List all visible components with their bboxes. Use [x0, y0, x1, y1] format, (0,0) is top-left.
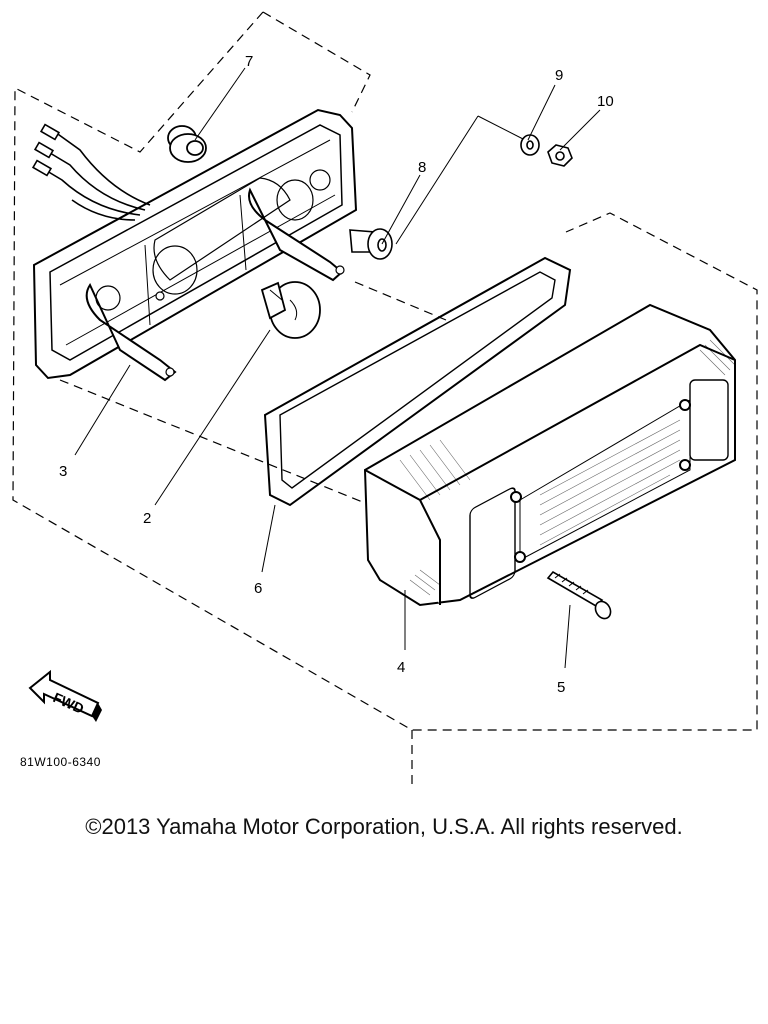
callout-7: 7 [245, 53, 253, 70]
callout-2: 2 [143, 510, 151, 527]
fwd-label: FWD [51, 689, 87, 717]
parts-diagram: 2 3 4 5 6 7 8 9 10 FWD 81W100-6340 [12, 11, 758, 790]
gasket [263, 256, 572, 507]
diagram-code: 81W100-6340 [20, 755, 101, 769]
hardware-leader-lines [395, 115, 526, 245]
screw [546, 570, 612, 620]
collar [349, 228, 393, 260]
callout-leaders [74, 67, 601, 669]
callout-9: 9 [555, 67, 563, 84]
fwd-arrow-icon: FWD [28, 669, 102, 722]
callout-3: 3 [59, 463, 67, 480]
callout-4: 4 [397, 659, 405, 676]
nut [547, 144, 573, 167]
callout-6: 6 [254, 580, 262, 597]
wire-harness [31, 123, 151, 221]
grommet [167, 125, 207, 163]
lens [363, 303, 736, 607]
callout-10: 10 [597, 93, 614, 110]
callout-labels: 2 3 4 5 6 7 8 9 10 [59, 53, 614, 696]
lamp-housing [32, 108, 358, 382]
bulb [260, 281, 321, 339]
copyright-notice: ©2013 Yamaha Motor Corporation, U.S.A. A… [85, 814, 683, 839]
callout-5: 5 [557, 679, 565, 696]
callout-8: 8 [418, 159, 426, 176]
washer [520, 134, 540, 156]
lens-texture [399, 339, 736, 596]
